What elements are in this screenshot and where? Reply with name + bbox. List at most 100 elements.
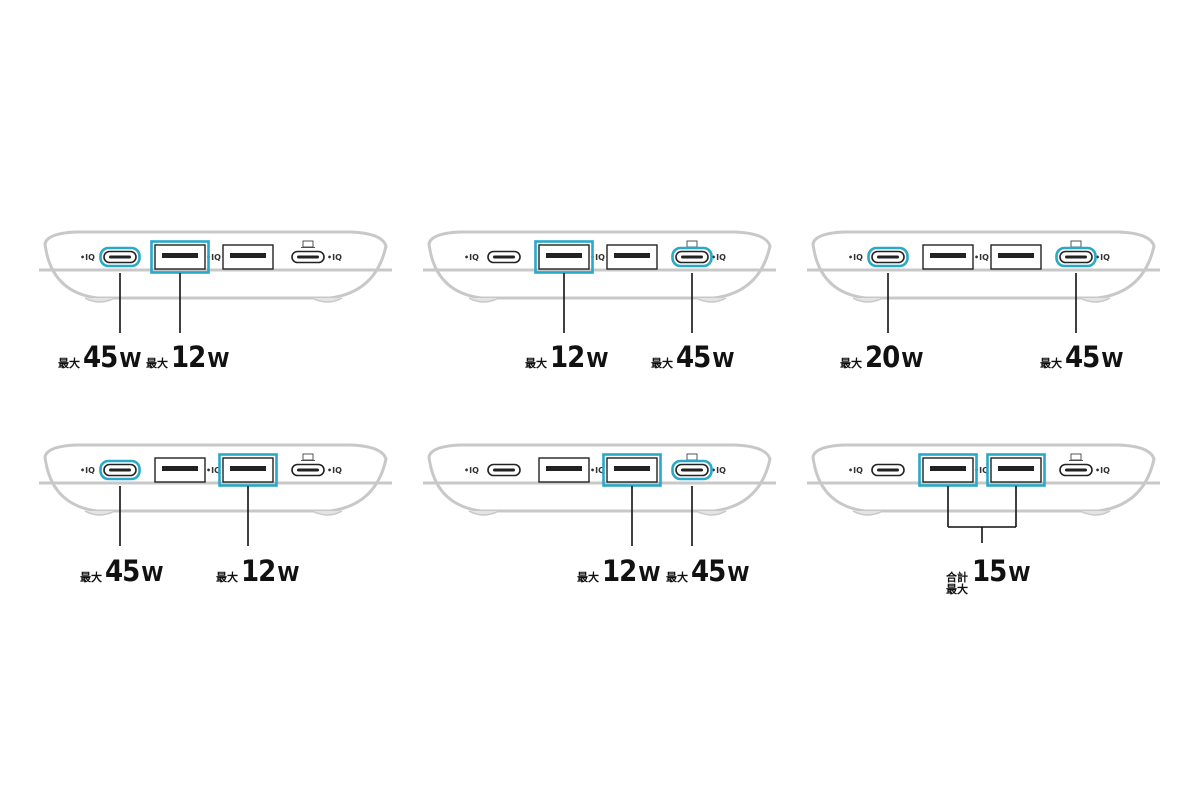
foot <box>695 297 727 303</box>
usbc-tongue <box>297 255 319 259</box>
usba-left-highlight <box>918 453 978 487</box>
callout-unit: W <box>1008 562 1031 586</box>
callout-prefix: 最大 <box>216 571 238 584</box>
usba-tongue <box>230 253 266 258</box>
callout-value: 45 <box>691 554 726 588</box>
usba-tongue <box>998 466 1034 471</box>
iq-label: •IQ <box>711 466 726 475</box>
usba-tongue <box>162 466 198 471</box>
usbc-tongue <box>877 468 899 472</box>
usba-tongue <box>546 253 582 258</box>
callout-value: 12 <box>171 340 206 374</box>
usba-right-highlight <box>602 453 662 487</box>
usba-right-highlight <box>986 453 1046 487</box>
iq-label: •IQ <box>464 466 479 475</box>
iq-label: •IQ <box>80 466 95 475</box>
callout-unit: W <box>207 348 230 372</box>
usbc-left-highlight <box>99 246 141 268</box>
callout-p6-usba-total: 合計 最大 15 W <box>946 556 1030 596</box>
callout-unit: W <box>1101 348 1124 372</box>
laptop-icon <box>1070 453 1082 461</box>
usba-tongue <box>614 253 650 258</box>
callout-prefix: 最大 <box>1040 357 1062 370</box>
panel-p3: •IQ •IQ •IQ <box>807 230 1160 333</box>
callout-unit: W <box>712 348 735 372</box>
callout-value: 45 <box>83 340 118 374</box>
iq-label: •IQ <box>80 253 95 262</box>
foot <box>695 510 727 516</box>
usba-left-highlight <box>534 240 594 274</box>
iq-label: •IQ <box>206 253 221 262</box>
usba-tongue <box>230 466 266 471</box>
callout-prefix: 最大 <box>58 357 80 370</box>
iq-label: •IQ <box>848 253 863 262</box>
foot <box>311 510 343 516</box>
panel-p4: •IQ•IQ•IQ <box>39 443 392 546</box>
callout-value: 12 <box>602 554 637 588</box>
usba-left-highlight <box>150 240 210 274</box>
callout-value: 12 <box>241 554 276 588</box>
iq-label: •IQ <box>974 253 989 262</box>
usbc-right-highlight <box>671 459 713 481</box>
callout-unit: W <box>141 562 164 586</box>
iq-label: •IQ <box>327 466 342 475</box>
iq-label: •IQ <box>590 253 605 262</box>
callout-p2-usbc: 最大 45 W <box>651 342 734 372</box>
callout-p5-usba: 最大 12 W <box>577 556 660 586</box>
usbc-right-highlight <box>1055 246 1097 268</box>
callout-p1-usba: 最大 12 W <box>146 342 229 372</box>
callout-prefix: 最大 <box>840 357 862 370</box>
panel-p1: •IQ•IQ•IQ <box>39 230 392 333</box>
power-bank-body <box>43 443 388 513</box>
callout-p3-usbc-left: 最大 20 W <box>840 342 923 372</box>
iq-label: •IQ <box>1095 253 1110 262</box>
usba-right-highlight <box>218 453 278 487</box>
usbc-tongue <box>493 255 515 259</box>
foot <box>84 297 116 303</box>
usbc-tongue <box>109 468 131 472</box>
usbc-left-highlight <box>867 246 909 268</box>
foot <box>468 297 500 303</box>
usbc-tongue <box>109 255 131 259</box>
power-bank-body <box>811 230 1156 300</box>
callout-prefix: 最大 <box>651 357 673 370</box>
callout-p4-usba: 最大 12 W <box>216 556 299 586</box>
usbc-right-highlight <box>671 246 713 268</box>
callout-unit: W <box>277 562 300 586</box>
callout-value: 45 <box>105 554 140 588</box>
foot <box>852 510 884 516</box>
callout-prefix-stack: 合計 最大 <box>946 572 968 596</box>
callout-p1-usbc: 最大 45 W <box>58 342 141 372</box>
laptop-icon <box>302 453 314 461</box>
callout-p3-usbc-right: 最大 45 W <box>1040 342 1123 372</box>
callout-p5-usbc: 最大 45 W <box>666 556 749 586</box>
callout-unit: W <box>586 348 609 372</box>
callout-prefix: 最大 <box>80 571 102 584</box>
iq-label: •IQ <box>464 253 479 262</box>
usbc-tongue <box>297 468 319 472</box>
callout-value: 20 <box>865 340 900 374</box>
usbc-tongue <box>493 468 515 472</box>
callout-value: 45 <box>1065 340 1100 374</box>
callout-unit: W <box>119 348 142 372</box>
usbc-left-highlight <box>99 459 141 481</box>
callout-unit: W <box>638 562 661 586</box>
usba-tongue <box>998 253 1034 258</box>
power-bank-body <box>427 230 772 300</box>
usba-tongue <box>930 466 966 471</box>
iq-label: •IQ <box>590 466 605 475</box>
foot <box>468 510 500 516</box>
iq-label: •IQ <box>974 466 989 475</box>
foot <box>84 510 116 516</box>
laptop-icon <box>302 240 314 248</box>
callout-value: 12 <box>550 340 585 374</box>
power-bank-body <box>427 443 772 513</box>
usba-tongue <box>614 466 650 471</box>
callout-prefix: 最大 <box>577 571 599 584</box>
callout-value: 15 <box>972 554 1007 588</box>
panel-p6: •IQ•IQ•IQ <box>807 443 1160 543</box>
foot <box>311 297 343 303</box>
